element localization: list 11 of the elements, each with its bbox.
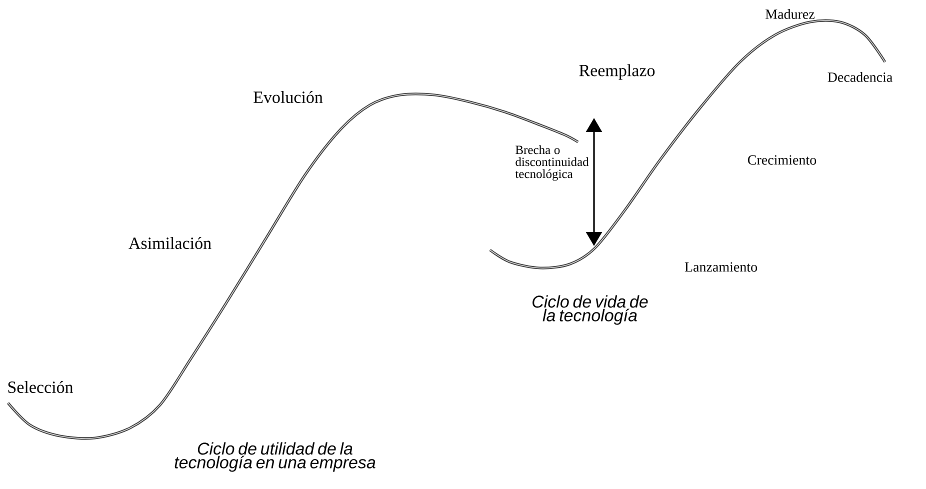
stage-label: Madurez — [766, 9, 814, 19]
stage-label: Decadencia — [828, 72, 892, 82]
stage-label: Reemplazo — [579, 64, 655, 80]
stage-label: Lanzamiento — [684, 262, 758, 272]
gap-label: Brecha o discontinuidad tecnológica — [515, 145, 589, 181]
stage-label: Asimilación — [128, 237, 212, 249]
stage-label: Crecimiento — [748, 155, 816, 165]
stage-label: Evolución — [254, 91, 323, 103]
cycle-caption: Ciclo de vida de la tecnología — [532, 295, 648, 325]
stage-label: Selección — [8, 381, 74, 393]
cycle-caption: Ciclo de utilidad de la tecnología en una empresa — [174, 442, 376, 472]
